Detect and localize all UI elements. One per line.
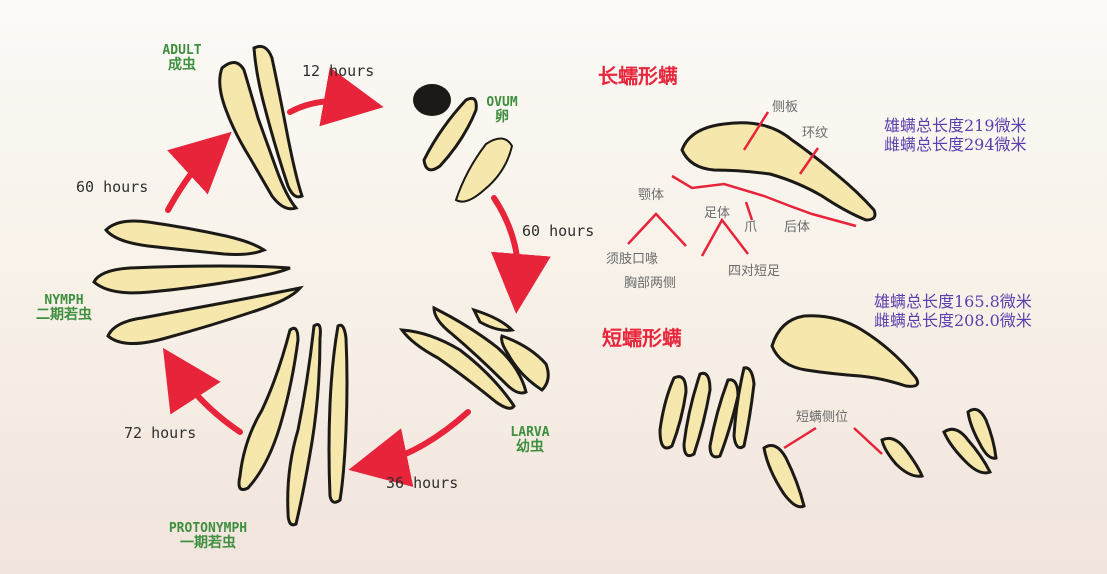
short-mite-side-1 (764, 446, 804, 507)
short-form-measurements: 雄螨总长度165.8微米 雌螨总长度208.0微米 (874, 292, 1032, 330)
ovum-mite-2 (456, 138, 512, 201)
larva-cn: 幼虫 (498, 440, 562, 455)
short-mite-3 (710, 380, 738, 457)
larva-label: LARVA 幼虫 (498, 426, 562, 455)
duration-larva-to-protonymph: 36 hours (386, 474, 458, 492)
protonymph-cn: 一期若虫 (148, 536, 268, 551)
short-mite-1 (660, 377, 686, 448)
long-female-length: 雌螨总长度294微米 (884, 135, 1027, 154)
long-male-length: 雄螨总长度219微米 (884, 116, 1027, 135)
egg (413, 84, 451, 116)
short-mite-4 (734, 368, 754, 448)
nymph-label: NYMPH 二期若虫 (26, 294, 102, 323)
callout-podosoma (702, 220, 748, 256)
part-claw: 爪 (744, 216, 757, 235)
larva-mites (402, 308, 548, 408)
larva-en: LARVA (498, 426, 562, 440)
long-form-measurements: 雄螨总长度219微米 雌螨总长度294微米 (884, 116, 1027, 154)
adult-cn: 成虫 (150, 58, 214, 73)
protonymph-label: PROTONYMPH 一期若虫 (148, 522, 268, 551)
duration-nymph-to-adult: 60 hours (76, 178, 148, 196)
short-form-title: 短蠕形螨 (602, 322, 682, 351)
duration-protonymph-to-nymph: 72 hours (124, 424, 196, 442)
duration-ovum-to-larva: 60 hours (522, 222, 594, 240)
short-female-length: 雌螨总长度208.0微米 (874, 311, 1032, 330)
short-mite-side-2 (882, 438, 922, 476)
nymph-mite-3 (108, 288, 300, 344)
duration-adult-to-ovum: 12 hours (302, 62, 374, 80)
nymph-mite-1 (106, 221, 264, 255)
ovum-label: OVUM 卵 (478, 96, 526, 125)
arrow-nymph-to-adult (168, 148, 214, 210)
adult-mites (220, 46, 302, 208)
arrow-larva-to-protonymph (372, 412, 468, 465)
adult-en: ADULT (150, 44, 214, 58)
part-palp-mouth: 须肢口喙 (606, 248, 658, 267)
nymph-en: NYMPH (26, 294, 102, 308)
nymph-mite-2 (94, 266, 290, 293)
short-lateral-view-label: 短螨侧位 (796, 406, 848, 425)
protonymph-mite-3 (329, 325, 347, 502)
part-four-pairs-legs: 四对短足 (728, 260, 780, 279)
larva-mite-3 (474, 310, 512, 330)
ovum-cn: 卵 (478, 110, 526, 125)
part-opisthosoma: 后体 (784, 216, 810, 235)
nymph-cn: 二期若虫 (26, 308, 102, 323)
arrow-adult-to-ovum (290, 101, 360, 112)
short-male-length: 雄螨总长度165.8微米 (874, 292, 1032, 311)
nymph-mites (94, 221, 300, 344)
arrow-protonymph-to-nymph (176, 368, 240, 432)
part-gnathosoma: 颚体 (638, 184, 664, 203)
short-mite-callout-lines (784, 428, 882, 454)
part-podosoma: 足体 (704, 202, 730, 221)
callout-short-right (854, 428, 882, 454)
short-mite-2 (684, 373, 710, 455)
part-lateral-plate: 侧板 (772, 96, 798, 115)
part-chest-sides: 胸部两侧 (624, 272, 676, 291)
callout-short-left (784, 428, 816, 448)
long-form-title: 长蠕形螨 (598, 60, 678, 89)
arrow-ovum-to-larva (494, 198, 519, 290)
protonymph-en: PROTONYMPH (148, 522, 268, 536)
protonymph-mites (239, 325, 347, 525)
ovum-en: OVUM (478, 96, 526, 110)
adult-label: ADULT 成虫 (150, 44, 214, 73)
part-ring-pattern: 环纹 (802, 122, 828, 141)
callout-gnathosoma (628, 214, 686, 246)
